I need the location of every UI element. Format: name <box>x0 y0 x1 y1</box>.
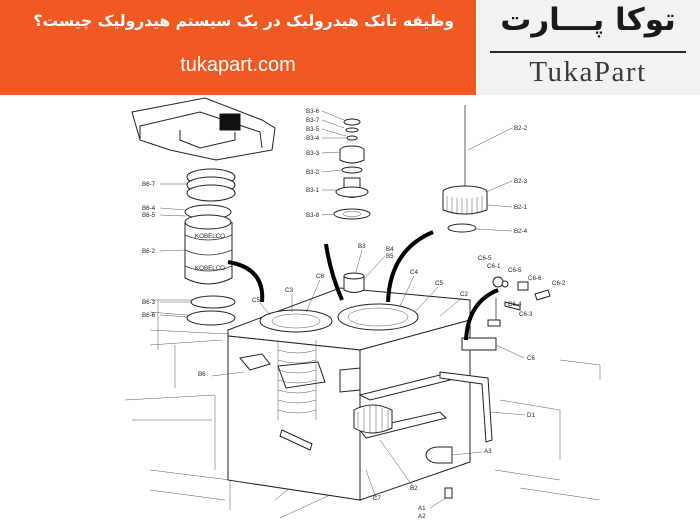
callout-b6-4: B6-4 <box>142 205 156 212</box>
callout-b3-1: B3-1 <box>306 187 320 194</box>
logo-divider <box>490 51 686 53</box>
callout-b6-7: B6-7 <box>142 181 156 188</box>
callout-b3-5: B3-5 <box>306 126 320 133</box>
callout-c6: C6 <box>527 355 535 362</box>
callout-a1: A1 <box>418 505 426 512</box>
hydraulic-tank-body <box>227 272 497 501</box>
assembly-arrows <box>227 230 499 341</box>
callout-c8: C8 <box>316 273 324 280</box>
strainer-assembly-b2: B2-2 B2-3 B2-1 B2-4 <box>442 105 528 235</box>
site-url[interactable]: tukapart.com <box>180 54 296 76</box>
callout-b3-2: B3-2 <box>306 169 320 176</box>
callout-c7: C7 <box>373 495 381 502</box>
callout-b5: B5 <box>386 253 394 260</box>
filter-brand-label-lower: KOBELCO <box>195 265 225 272</box>
tank-callouts: B3 B4 B5 C5 C3 C8 C4 C5 C2 B6 D1 A3 B2 C… <box>198 243 535 520</box>
filter-brand-label: KOBELCO <box>195 233 225 240</box>
callout-b6-5: B6-5 <box>142 212 156 219</box>
breather-assembly-b3: B3-6 B3-7 B3-5 B3-4 B3-3 B3-2 B3-1 B3-8 <box>306 108 371 220</box>
callout-c6-5: C6-5 <box>478 255 492 262</box>
hydraulic-tank-exploded-diagram: KOBELCO KOBELCO B6-7 B6-4 B6-5 B6-2 B6-3… <box>124 97 601 520</box>
callout-b2: B2 <box>410 485 418 492</box>
callout-b3-4: B3-4 <box>306 135 320 142</box>
callout-b6: B6 <box>198 371 206 378</box>
callout-b3-7: B3-7 <box>306 117 320 124</box>
machine-frame <box>124 299 601 519</box>
callout-c5-left: C5 <box>252 297 260 304</box>
callout-b3-6: B3-6 <box>306 108 320 115</box>
callout-b3-8: B3-8 <box>306 212 320 219</box>
callout-b6-3: B6-3 <box>142 299 156 306</box>
logo-persian-text: توکا پـــارت <box>500 2 676 38</box>
callout-b2-1: B2-1 <box>514 204 528 211</box>
callout-b2-3: B2-3 <box>514 178 528 185</box>
callout-a2: A2 <box>418 513 426 520</box>
callout-c6-1: C6-1 <box>487 263 501 270</box>
bracket-parts-c6: C6-5 C6-1 C6-5 C6-6 C6-2 C6-4 C6-3 C6 <box>478 255 566 362</box>
callout-c6-4: C6-4 <box>508 301 522 308</box>
tukapart-logo: توکا پـــارت TukaPart <box>476 0 700 95</box>
callout-b4: B4 <box>386 246 394 253</box>
seat-block-icon <box>219 113 241 131</box>
callout-c3: C3 <box>285 287 293 294</box>
callout-c6-6: C6-6 <box>528 275 542 282</box>
callout-b3-3: B3-3 <box>306 150 320 157</box>
callout-a3: A3 <box>484 448 492 455</box>
filter-assembly-b6: KOBELCO KOBELCO B6-7 B6-4 B6-5 B6-2 B6-3… <box>142 168 236 326</box>
callout-b6-6: B6-6 <box>142 312 156 319</box>
operator-seat-outline <box>131 97 276 161</box>
callout-c6-3: C6-3 <box>519 311 533 318</box>
callout-b2-2: B2-2 <box>514 125 528 132</box>
article-banner: وظیفه تانک هیدرولیک در یک سیستم هیدرولیک… <box>0 0 476 95</box>
callout-c2: C2 <box>460 291 468 298</box>
callout-c6-2: C6-2 <box>552 280 566 287</box>
callout-c4: C4 <box>410 269 418 276</box>
article-title: وظیفه تانک هیدرولیک در یک سیستم هیدرولیک… <box>33 12 455 30</box>
callout-b3: B3 <box>358 243 366 250</box>
callout-c5-right: C5 <box>435 280 443 287</box>
callout-c6-5-b: C6-5 <box>508 267 522 274</box>
callout-b2-4: B2-4 <box>514 228 528 235</box>
callout-b6-2: B6-2 <box>142 248 156 255</box>
callout-d1: D1 <box>527 412 535 419</box>
logo-english-text: TukaPart <box>529 56 647 88</box>
